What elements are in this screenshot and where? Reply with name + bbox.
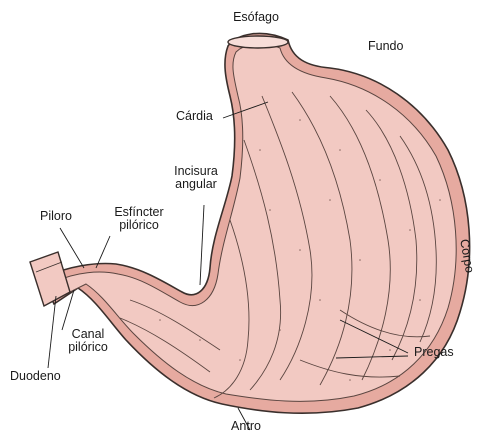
label-esfincter-line2: pilórico bbox=[114, 219, 163, 232]
label-canal-line2: pilórico bbox=[68, 341, 108, 354]
label-esfincter: Esfíncter pilórico bbox=[114, 206, 163, 232]
label-duodeno: Duodeno bbox=[10, 370, 61, 383]
label-incisura-line2: angular bbox=[174, 178, 218, 191]
esophagus-opening bbox=[228, 36, 288, 48]
label-cardia: Cárdia bbox=[176, 110, 213, 123]
label-incisura: Incisura angular bbox=[174, 165, 218, 191]
label-fundo: Fundo bbox=[368, 40, 403, 53]
label-piloro: Piloro bbox=[40, 210, 72, 223]
label-antro: Antro bbox=[231, 420, 261, 433]
label-canal: Canal pilórico bbox=[68, 328, 108, 354]
label-esofago: Esófago bbox=[233, 11, 279, 24]
label-pregas: Pregas bbox=[414, 346, 454, 359]
